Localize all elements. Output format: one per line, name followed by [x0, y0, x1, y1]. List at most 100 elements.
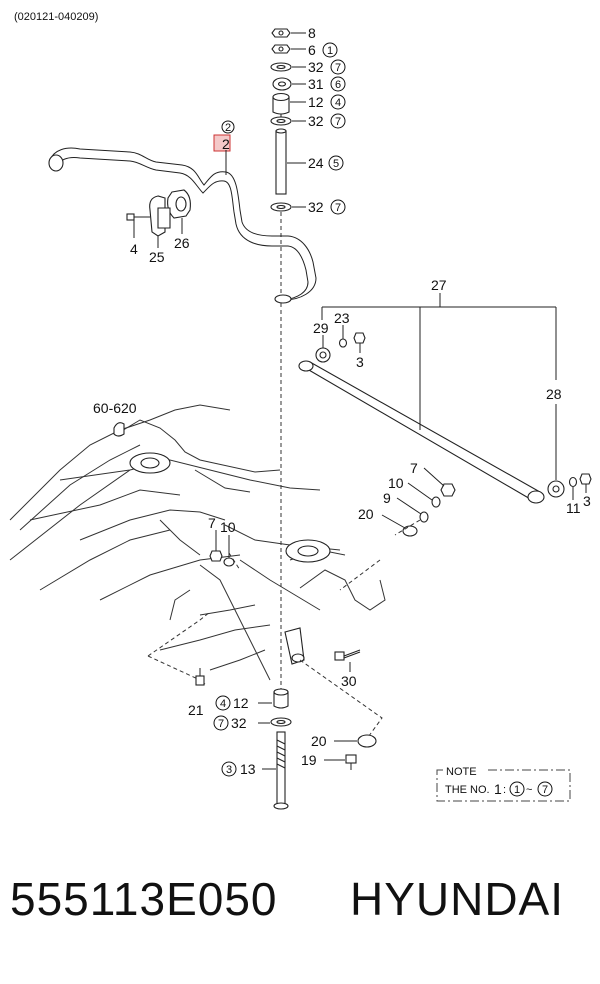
callout-27: 27 — [431, 277, 447, 293]
svg-text:32: 32 — [231, 715, 247, 731]
svg-text:1: 1 — [327, 45, 333, 57]
svg-text:7: 7 — [208, 515, 216, 531]
bolt-19-icon — [345, 754, 357, 770]
nut-3-b-icon — [579, 473, 592, 485]
callout-19: 19 — [301, 752, 317, 768]
svg-text:7: 7 — [335, 202, 341, 214]
svg-text:20: 20 — [358, 506, 374, 522]
bracket-25-icon — [149, 195, 171, 237]
svg-text:27: 27 — [431, 277, 447, 293]
callout-7-a: 7 — [410, 460, 418, 476]
svg-text:32: 32 — [308, 59, 324, 75]
svg-text:13: 13 — [240, 761, 256, 777]
note-tilde: ~ — [526, 784, 532, 796]
date-code: (020121-040209) — [14, 11, 98, 23]
callout-30: 30 — [341, 673, 357, 689]
washer-32-c-icon — [270, 202, 292, 212]
nut-7-b-icon — [209, 550, 223, 562]
svg-text:4: 4 — [220, 698, 226, 710]
washer-32-low-icon — [270, 717, 292, 727]
bushing-29-icon — [315, 347, 331, 363]
svg-text:4: 4 — [335, 97, 341, 109]
svg-text:10: 10 — [388, 475, 404, 491]
svg-text:23: 23 — [334, 310, 350, 326]
callout-11: 11 — [566, 500, 581, 516]
svg-text:24: 24 — [308, 155, 324, 171]
callout-28: 28 — [546, 386, 562, 402]
callout-25: 25 — [149, 249, 165, 265]
nut-6-icon — [271, 44, 291, 54]
note-text: THE NO. — [445, 784, 490, 796]
callout-10-a: 10 — [388, 475, 404, 491]
callout-21: 21 — [188, 702, 204, 718]
washer-9-icon — [419, 511, 429, 523]
bolt-4-icon — [126, 213, 150, 221]
svg-text:6: 6 — [308, 42, 316, 58]
callout-9: 9 — [383, 490, 391, 506]
callout-32-b: 32 7 — [308, 113, 346, 129]
svg-text:9: 9 — [383, 490, 391, 506]
nut-7-a-icon — [440, 483, 456, 497]
callout-3-b: 3 — [583, 493, 591, 509]
svg-text:4: 4 — [130, 241, 138, 257]
bushing-12-top-icon — [272, 92, 290, 115]
brand-name: HYUNDAI — [350, 873, 565, 925]
note-box: NOTE THE NO. 1 : 1 ~ 7 — [436, 764, 571, 802]
svg-text:20: 20 — [311, 733, 327, 749]
svg-text:2: 2 — [225, 122, 231, 134]
note-sep: : — [503, 784, 506, 796]
svg-text:19: 19 — [301, 752, 317, 768]
callout-10-b: 10 — [220, 519, 236, 535]
washer-23-icon — [338, 338, 348, 348]
callout-20-a: 20 — [358, 506, 374, 522]
svg-text:12: 12 — [308, 94, 324, 110]
bushing-26-icon — [167, 189, 191, 219]
svg-text:10: 10 — [220, 519, 236, 535]
callout-32-c: 32 7 — [308, 199, 346, 215]
bolt-30-icon — [334, 649, 361, 661]
callout-32-a: 32 7 — [308, 59, 346, 75]
svg-text:5: 5 — [333, 158, 339, 170]
svg-text:2: 2 — [222, 136, 230, 152]
callout-12-top: 12 4 — [308, 94, 346, 110]
svg-text:7: 7 — [335, 116, 341, 128]
washer-10-b-icon — [223, 557, 235, 567]
washer-32-a-icon — [270, 62, 292, 72]
bolt-21-icon — [195, 668, 205, 686]
bolt-13-icon — [273, 731, 289, 810]
callout-3-a: 3 — [356, 354, 364, 370]
highlight-box — [213, 134, 231, 152]
svg-text:12: 12 — [233, 695, 249, 711]
svg-text:3: 3 — [583, 493, 591, 509]
note-title: NOTE — [446, 766, 477, 778]
spacer-24-icon — [275, 128, 287, 195]
callout-12-low: 4 12 — [215, 695, 249, 711]
washer-10-a-icon — [431, 496, 441, 508]
rear-subframe — [9, 404, 386, 681]
svg-text:3: 3 — [226, 764, 232, 776]
callout-23: 23 — [334, 310, 350, 326]
callout-4: 4 — [130, 241, 138, 257]
callout-31: 31 6 — [308, 76, 346, 92]
callout-7-b: 7 — [208, 515, 216, 531]
washer-32-b-icon — [270, 116, 292, 126]
callout-8: 8 — [308, 25, 316, 41]
svg-text:30: 30 — [341, 673, 357, 689]
spring-seat-right — [285, 539, 331, 563]
plate-20-b-icon — [357, 734, 377, 748]
svg-text:6: 6 — [335, 79, 341, 91]
bushing-12-low-icon — [273, 688, 289, 709]
svg-text:3: 3 — [356, 354, 364, 370]
svg-text:32: 32 — [308, 113, 324, 129]
callout-32-low: 7 32 — [213, 715, 247, 731]
svg-text:7: 7 — [335, 62, 341, 74]
bushing-31-icon — [272, 77, 292, 91]
svg-text:11: 11 — [566, 500, 581, 516]
lateral-rod — [298, 360, 545, 504]
reference-tag — [113, 422, 125, 437]
callout-24: 24 5 — [308, 155, 344, 171]
nut-3-a-icon — [353, 332, 366, 344]
svg-text:25: 25 — [149, 249, 165, 265]
callout-26: 26 — [174, 235, 190, 251]
